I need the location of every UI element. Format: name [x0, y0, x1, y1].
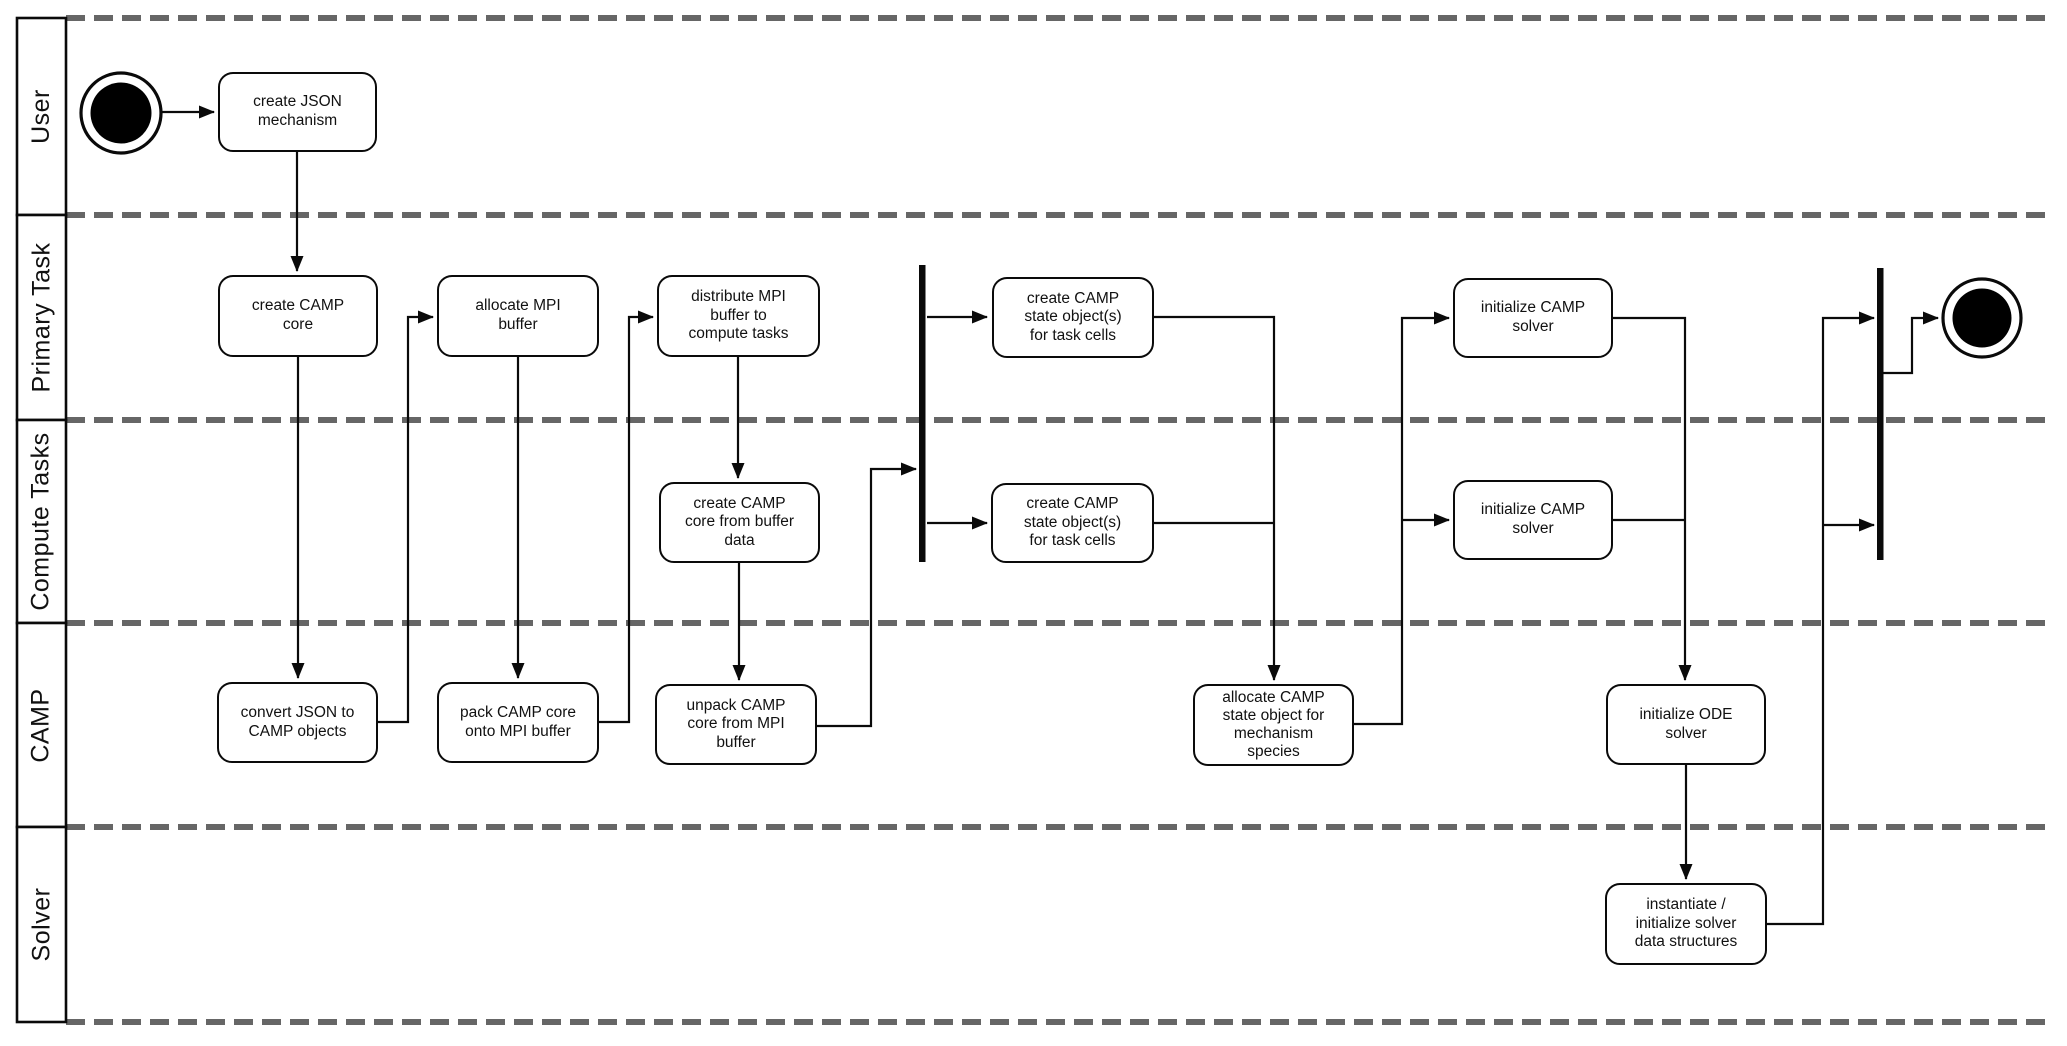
activity-label-line: initialize ODE [1639, 705, 1733, 723]
end-node-icon [1941, 277, 2023, 359]
lane-label-user: User [17, 18, 66, 215]
activity-initialize-camp-solver-compute: initialize CAMP solver [1453, 480, 1613, 560]
activity-label-line: CAMP objects [248, 722, 347, 740]
activity-label-line: solver [1512, 520, 1554, 537]
activity-label-line: pack CAMP core [459, 703, 576, 721]
activity-label-line: create CAMP [1026, 289, 1120, 307]
fork-bar-icon [919, 265, 926, 562]
lane-label-user-text: User [27, 89, 56, 144]
activity-label-line: create CAMP [251, 297, 345, 315]
join-bar-icon [1877, 268, 1884, 560]
activity-create-camp-core: create CAMP core [218, 275, 378, 357]
activity-label-line: create CAMP [1026, 495, 1119, 513]
activity-label-line: data structures [1634, 933, 1738, 951]
activity-label-line: core from buffer [684, 513, 795, 531]
activity-label-line: allocate CAMP [1222, 689, 1325, 707]
activity-pack-camp-core-onto-mpi-buffer: pack CAMP core onto MPI buffer [437, 682, 599, 763]
activity-create-camp-state-objects-primary: create CAMP state object(s) for task cel… [992, 277, 1154, 358]
activity-label-line: for task cells [1029, 326, 1117, 344]
lane-label-compute-tasks: Compute Tasks [17, 420, 66, 623]
activity-label-line: species [1247, 742, 1300, 760]
lane-label-column [15, 16, 68, 1024]
activity-allocate-camp-state-object-mechanism-species: allocate CAMP state object for mechanism… [1193, 684, 1354, 766]
lane-label-solver-text: Solver [27, 887, 55, 962]
activity-label-line: convert JSON to [240, 703, 355, 721]
activity-label-line: data [724, 531, 755, 549]
activity-label-line: initialize CAMP [1480, 501, 1586, 519]
activity-label-line: state object for [1222, 707, 1325, 725]
activity-label-line: core [282, 316, 314, 333]
activity-create-camp-state-objects-compute: create CAMP state object(s) for task cel… [991, 483, 1154, 563]
flow-connectors [162, 105, 1939, 926]
activity-instantiate-initialize-solver-data-structures: instantiate / initialize solver data str… [1605, 883, 1767, 965]
lane-dividers [66, 15, 2050, 1025]
activity-label-line: mechanism [1233, 725, 1314, 742]
activity-label-line: core from MPI [687, 715, 785, 733]
activity-label-line: solver [1512, 318, 1554, 335]
activity-label-line: allocate MPI [475, 297, 561, 315]
activity-label-line: buffer [498, 316, 538, 333]
activity-label-line: unpack CAMP [686, 696, 786, 714]
activity-label-line: compute tasks [688, 325, 789, 343]
activity-unpack-camp-core-from-mpi-buffer: unpack CAMP core from MPI buffer [655, 684, 817, 765]
activity-create-camp-core-from-buffer: create CAMP core from buffer data [659, 482, 820, 563]
activity-label-line: instantiate / [1646, 896, 1726, 914]
lane-label-camp: CAMP [17, 623, 66, 827]
activity-initialize-ode-solver: initialize ODE solver [1606, 684, 1766, 765]
activity-label-line: solver [1665, 724, 1707, 742]
activity-initialize-camp-solver-primary: initialize CAMP solver [1453, 278, 1613, 358]
activity-label-line: create CAMP [693, 494, 786, 512]
lane-label-primary-task: Primary Task [17, 215, 66, 420]
activity-label-line: buffer [716, 733, 756, 751]
activity-distribute-mpi-buffer: distribute MPI buffer to compute tasks [657, 275, 820, 357]
activity-create-json-mechanism: create JSON mechanism [218, 72, 377, 152]
start-node-icon [79, 71, 163, 155]
activity-label-line: for task cells [1029, 532, 1116, 550]
lane-label-primary-task-text: Primary Task [27, 242, 56, 393]
activity-label-line: create JSON [253, 93, 342, 111]
activity-label-line: state object(s) [1023, 513, 1122, 531]
activity-label-line: buffer to [710, 306, 767, 324]
activity-label-line: state object(s) [1024, 308, 1122, 326]
lane-label-compute-tasks-text: Compute Tasks [27, 432, 55, 611]
lane-label-camp-text: CAMP [27, 687, 56, 763]
lane-label-solver: Solver [17, 827, 66, 1022]
activity-label-line: distribute MPI [691, 288, 786, 306]
activity-label-line: onto MPI buffer [465, 722, 571, 740]
activity-label-line: initialize CAMP [1480, 299, 1586, 317]
activity-allocate-mpi-buffer: allocate MPI buffer [437, 275, 599, 357]
activity-label-line: mechanism [257, 112, 338, 129]
activity-label-line: initialize solver [1635, 914, 1737, 932]
activity-convert-json-to-camp-objects: convert JSON to CAMP objects [217, 682, 378, 763]
